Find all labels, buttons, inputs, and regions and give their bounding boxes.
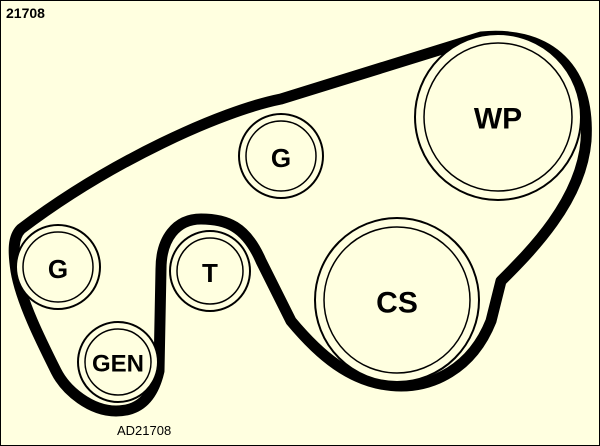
idler-pulley-left: G	[15, 224, 101, 310]
generator-pulley: GEN	[77, 321, 159, 403]
idler-upper-label: G	[271, 143, 291, 173]
idler-left-label: G	[48, 254, 68, 284]
generator-label: GEN	[92, 351, 144, 378]
water-pump-label: WP	[474, 103, 522, 136]
crankshaft-pulley: CS	[314, 217, 480, 383]
crankshaft-label: CS	[376, 287, 418, 320]
diagram-id: 21708	[6, 5, 45, 21]
tensioner-pulley: T	[169, 230, 251, 312]
idler-pulley-upper: G	[238, 113, 324, 199]
water-pump-pulley: WP	[414, 33, 582, 201]
reference-code: AD21708	[117, 423, 172, 438]
tensioner-label: T	[202, 258, 218, 288]
